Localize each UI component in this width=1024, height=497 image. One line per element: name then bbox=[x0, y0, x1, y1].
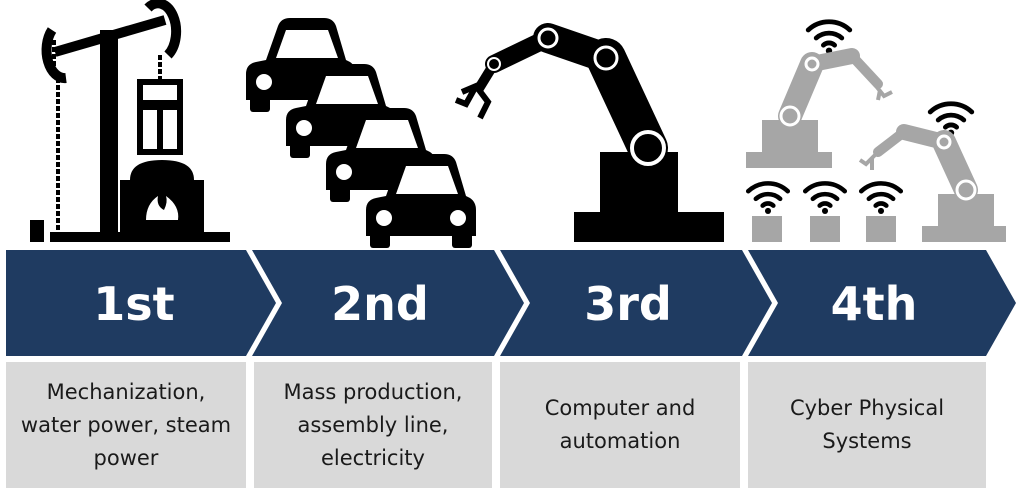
stage-2-description-box: Mass production, assembly line, electric… bbox=[254, 362, 492, 488]
pump-jack-steam-engine-icon bbox=[30, 0, 230, 242]
car-assembly-line-icon bbox=[246, 18, 476, 248]
stage-2-description: Mass production, assembly line, electric… bbox=[283, 379, 463, 470]
stage-4-description: Cyber Physical Systems bbox=[789, 396, 945, 453]
stage-chevron-band: 1st 2nd 3rd 4th bbox=[6, 250, 1016, 356]
stage-2-label: 2nd bbox=[331, 277, 429, 331]
stage-4-label: 4th bbox=[831, 277, 918, 331]
stage-1-label: 1st bbox=[93, 277, 174, 331]
stage-1-chevron bbox=[6, 250, 276, 356]
stage-3-chevron bbox=[500, 250, 772, 356]
icon-row bbox=[30, 0, 1006, 248]
robot-arm-icon bbox=[454, 23, 724, 242]
stage-1-description: Mechanization, water power, steam power bbox=[20, 379, 232, 470]
stage-4-description-box: Cyber Physical Systems bbox=[748, 362, 986, 488]
connected-robots-wifi-icon bbox=[746, 22, 1006, 242]
stage-1-description-box: Mechanization, water power, steam power bbox=[6, 362, 246, 488]
stage-3-description-box: Computer and automation bbox=[500, 362, 740, 488]
stage-3-description: Computer and automation bbox=[544, 396, 696, 453]
stage-4-chevron bbox=[748, 250, 1016, 356]
stage-2-chevron bbox=[252, 250, 524, 356]
stage-3-label: 3rd bbox=[584, 277, 672, 331]
